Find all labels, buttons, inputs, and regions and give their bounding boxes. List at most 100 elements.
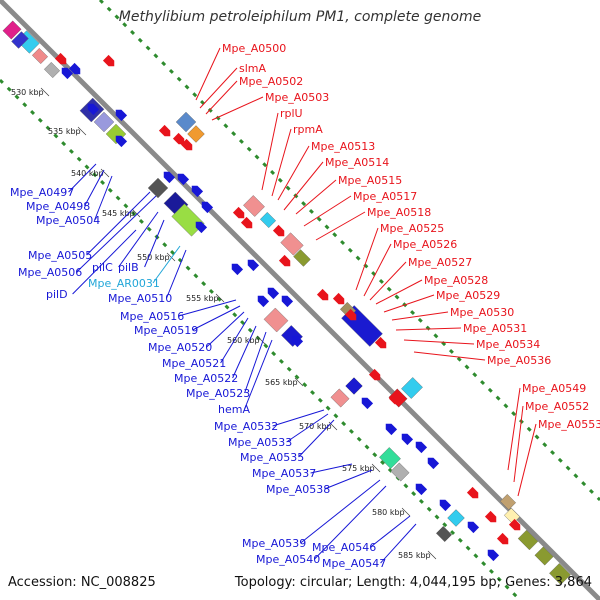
topology-text: Topology: circular; Length: 4,044,195 bp… xyxy=(234,575,592,590)
left-leader-line xyxy=(68,163,97,193)
right-leader-line xyxy=(395,327,462,331)
map-title: Methylibium petroleiphilum PM1, complete… xyxy=(118,9,482,25)
reverse-gene-arrow xyxy=(291,335,304,348)
forward-gene-arrow xyxy=(158,124,171,137)
feature-block xyxy=(379,447,401,469)
ruler-tick-label: 560 kbp xyxy=(227,336,260,345)
outer-dotted-track xyxy=(98,0,600,502)
ruler-tick-label: 545 kbp xyxy=(102,209,135,218)
forward-gene-arrow xyxy=(240,216,253,229)
reverse-gene-arrow xyxy=(385,423,398,436)
ruler-tick-mark xyxy=(371,463,381,473)
reverse-gene-arrow xyxy=(231,263,244,276)
feature-block xyxy=(31,47,49,65)
reverse-gene-label: Mpe_A0506 xyxy=(18,266,82,279)
left-leader-line xyxy=(272,409,325,427)
ruler-tick-label: 530 kbp xyxy=(11,88,44,97)
reverse-gene-label: Mpe_A0516 xyxy=(120,310,184,323)
reverse-gene-arrow xyxy=(401,433,414,446)
left-leader-line xyxy=(178,299,237,317)
right-leader-line xyxy=(271,128,292,197)
forward-gene-arrow xyxy=(272,224,285,237)
feature-block xyxy=(330,388,350,408)
forward-gene-arrow xyxy=(54,52,67,65)
left-leader-line xyxy=(72,229,137,295)
left-leader-line xyxy=(232,325,257,379)
reverse-gene-label: Mpe_A0498 xyxy=(26,200,90,213)
forward-gene-label: Mpe_A0517 xyxy=(353,190,417,203)
forward-gene-label: Mpe_A0530 xyxy=(450,306,514,319)
forward-gene-label: Mpe_A0513 xyxy=(311,140,375,153)
right-leader-line xyxy=(315,211,366,241)
reverse-gene-label: Mpe_A0497 xyxy=(10,186,74,199)
reverse-gene-label: Mpe_A0539 xyxy=(242,537,306,550)
left-leader-line xyxy=(300,479,381,544)
accession-text: Accession: NC_008825 xyxy=(8,575,156,590)
forward-gene-label: rplU xyxy=(280,107,303,120)
reverse-gene-arrow xyxy=(439,499,452,512)
reverse-gene-label: hemA xyxy=(218,403,250,416)
ruler-tick-label: 565 kbp xyxy=(265,378,298,387)
reverse-gene-label: Mpe_A0546 xyxy=(312,541,376,554)
feature-block xyxy=(147,177,169,199)
left-leader-line xyxy=(244,339,273,410)
forward-gene-label: Mpe_A0526 xyxy=(393,238,457,251)
ruler-tick-mark xyxy=(40,87,50,97)
ruler-tick-mark xyxy=(166,252,176,262)
feature-block xyxy=(293,249,311,267)
forward-gene-label: Mpe_A0518 xyxy=(367,206,431,219)
ruler-tick-label: 550 kbp xyxy=(137,253,170,262)
feature-block xyxy=(280,232,304,256)
reverse-gene-label: Mpe_A0510 xyxy=(108,292,172,305)
forward-gene-arrow xyxy=(180,138,193,151)
right-leader-line xyxy=(211,96,264,121)
left-leader-line xyxy=(244,331,267,394)
feature-blocks xyxy=(2,20,571,585)
forward-gene-arrow xyxy=(466,486,479,499)
forward-gene-label: Mpe_A0514 xyxy=(325,156,389,169)
feature-block xyxy=(345,377,363,395)
right-leader-line xyxy=(369,261,407,301)
left-leader-lines: Mpe_A0497Mpe_A0498Mpe_A0504Mpe_A0505Mpe_… xyxy=(10,163,417,570)
reverse-gene-label: Mpe_A0537 xyxy=(252,467,316,480)
reverse-gene-label: Mpe_A0520 xyxy=(148,341,212,354)
forward-gene-arrow xyxy=(278,254,291,267)
reverse-gene-arrow xyxy=(68,62,81,75)
left-leader-line xyxy=(94,175,113,221)
right-leader-line xyxy=(375,279,423,305)
reverse-gene-arrow xyxy=(415,441,428,454)
reverse-gene-arrow xyxy=(201,201,214,214)
right-leader-line xyxy=(355,227,379,291)
left-leader-line xyxy=(324,469,373,490)
feature-block xyxy=(43,61,61,79)
forward-gene-arrow xyxy=(316,288,329,301)
forward-gene-label: Mpe_A0553 xyxy=(538,418,600,431)
forward-gene-label: rpmA xyxy=(293,123,323,136)
forward-gene-arrow xyxy=(496,532,509,545)
reverse-gene-label: Mpe_A0505 xyxy=(28,249,92,262)
reverse-gene-arrow xyxy=(267,287,280,300)
feature-block xyxy=(11,31,29,49)
reverse-gene-arrow xyxy=(415,483,428,496)
feature-block xyxy=(175,111,197,133)
forward-gene-arrow xyxy=(368,368,381,381)
ruler-tick-label: 555 kbp xyxy=(186,294,219,303)
forward-gene-label: Mpe_A0529 xyxy=(436,289,500,302)
forward-gene-label: Mpe_A0549 xyxy=(522,382,586,395)
forward-gene-arrow xyxy=(172,132,185,145)
reverse-gene-arrow xyxy=(467,521,480,534)
feature-block xyxy=(259,211,277,229)
forward-gene-label: Mpe_A0528 xyxy=(424,274,488,287)
right-leader-line xyxy=(295,179,337,215)
ruler-tick-mark xyxy=(256,335,266,345)
reverse-gene-arrow xyxy=(191,185,204,198)
forward-gene-arrow xyxy=(232,206,245,219)
reverse-gene-arrow xyxy=(87,103,100,116)
ruler-tick-mark xyxy=(215,293,225,303)
left-leader-line xyxy=(144,219,165,268)
left-leader-line xyxy=(86,191,151,256)
forward-gene-arrow xyxy=(332,292,345,305)
